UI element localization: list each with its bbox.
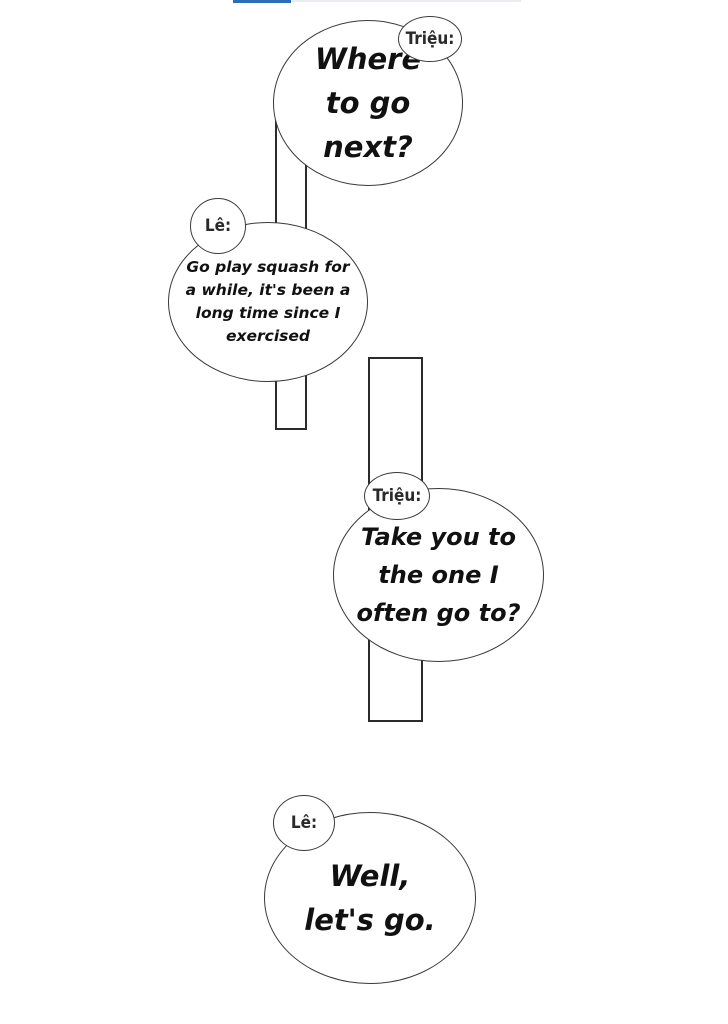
speech-text-1: Where to go next? — [314, 42, 422, 164]
speech-bubble-3: Take you to the one I often go to? — [333, 488, 544, 662]
speaker-tag-2: Lê: — [190, 198, 246, 254]
speech-bubble-2: Go play squash for a while, it's been a … — [168, 222, 368, 382]
top-strip — [233, 0, 521, 2]
speech-text-3: Take you to the one I often go to? — [356, 523, 521, 627]
top-strip-accent — [233, 0, 291, 3]
speaker-tag-1: Triệu: — [398, 16, 462, 62]
speaker-name-3: Triệu: — [372, 486, 422, 506]
speaker-name-4: Lê: — [290, 813, 318, 833]
speech-text-4: Well, let's go. — [304, 859, 436, 937]
speaker-name-1: Triệu: — [405, 29, 455, 49]
speaker-name-2: Lê: — [204, 216, 232, 236]
speaker-tag-3: Triệu: — [364, 472, 430, 520]
speaker-tag-4: Lê: — [273, 795, 335, 851]
speech-text-2: Go play squash for a while, it's been a … — [185, 258, 351, 345]
